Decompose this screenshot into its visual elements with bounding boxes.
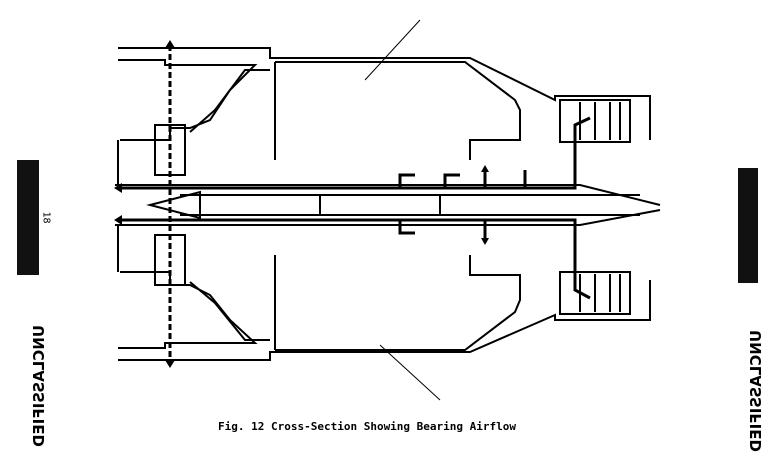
inner-liner-bottom [189,281,270,341]
inner-casing-bottom [118,271,258,349]
classification-bars [17,160,758,283]
airflow-branch-1 [398,173,415,188]
combustor-top [274,61,521,160]
turbine-stage-bottom [559,271,631,315]
leader-lines [364,19,441,401]
leader-top [364,19,421,81]
stamp-right-text: UNCLASSIFIED [747,330,765,452]
arrow-left-top [114,183,122,193]
left-black-bar [17,160,39,275]
combustor-bottom [274,255,521,351]
turbine-stage-top [559,99,631,143]
airflow-branch-2 [398,220,415,235]
page-number: 18 [40,211,52,224]
stamp-left-text: UNCLASSIFIED [30,325,48,447]
right-black-bar [738,168,758,283]
arrow-bottom-branch [481,238,489,245]
inner-casing-top [118,59,258,141]
turbine-blades-top [579,102,621,140]
arrow-top-branch [481,165,489,172]
airflow-branch-6 [443,173,460,188]
arrow-left-bottom [114,215,122,225]
airflow-line-bottom [120,218,591,300]
airflow-arrows [114,40,489,368]
nose-cone [146,190,201,220]
arrow-up [165,40,175,48]
turbine-blades-bottom [579,274,621,312]
shaft-segment [319,195,441,215]
airflow-paths [120,45,591,365]
arrow-down [165,360,175,368]
stamp-right: UNCLASSIFIED [727,330,765,452]
inner-liner-top [189,69,270,133]
shaft-top [115,184,661,206]
figure-caption: Fig. 12 Cross-Section Showing Bearing Ai… [218,420,517,433]
engine-outline [115,47,661,361]
outer-casing-top [118,47,651,140]
stamp-left: UNCLASSIFIED [10,325,48,447]
airflow-line-top [120,116,591,190]
leader-bottom [379,344,441,401]
outer-casing-bottom [118,280,651,361]
